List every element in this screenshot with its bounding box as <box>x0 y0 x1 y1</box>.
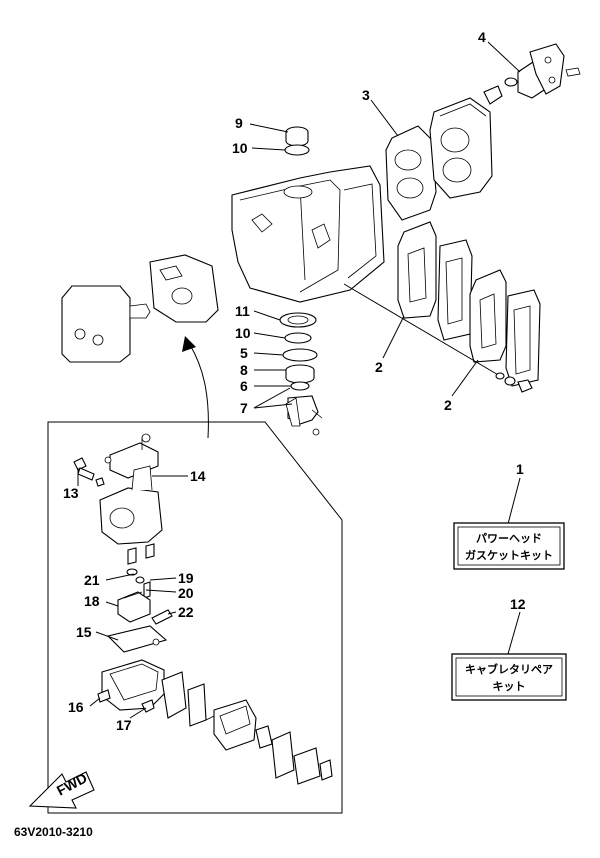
drawing-code: 63V2010-3210 <box>14 825 93 839</box>
fwd-direction-arrow: FWD <box>28 770 95 809</box>
part-3-head-gasket <box>385 125 437 221</box>
kit-12-line-1: キャブレタリペア <box>465 662 553 676</box>
fuel-pump-assembly <box>161 671 333 785</box>
callout-2-lower: 2 <box>444 397 452 413</box>
lower-bearing-stack <box>279 312 323 436</box>
leader-lines <box>77 41 521 719</box>
kit-1-line-1: パワーヘッド <box>476 532 542 545</box>
cylinder-head-cover <box>429 97 493 199</box>
callout-14: 14 <box>190 468 206 484</box>
intake-silencer <box>61 254 219 363</box>
part-4-thermostat-cover <box>483 43 581 105</box>
part-16-screw <box>97 689 111 703</box>
carb-body <box>99 465 163 545</box>
part-13-screw <box>73 457 105 487</box>
callout-17: 17 <box>116 717 132 733</box>
powerhead-gasket-kit-box: パワーヘッド ガスケットキット <box>453 522 565 570</box>
carburetor-repair-kit-box: キャブレタリペア キット <box>451 653 567 701</box>
float-bowl <box>101 659 165 711</box>
callout-21: 21 <box>84 572 100 588</box>
part-15-float-bowl-gasket <box>106 625 168 653</box>
part-10-oring-top <box>284 144 310 156</box>
callout-8: 8 <box>240 362 248 378</box>
callout-7: 7 <box>240 400 248 416</box>
callout-10-lower: 10 <box>235 325 251 341</box>
callout-4: 4 <box>478 29 486 45</box>
callout-6: 6 <box>240 378 248 394</box>
callout-3: 3 <box>362 87 370 103</box>
reed-plate-lower <box>505 289 541 387</box>
callout-10-upper: 10 <box>232 140 248 156</box>
detail-pointer-arrowhead <box>182 336 196 352</box>
callout-12: 12 <box>510 596 526 612</box>
callout-18: 18 <box>84 593 100 609</box>
cylinder-block <box>231 165 385 303</box>
callout-9: 9 <box>235 115 243 131</box>
kit-12-line-2: キット <box>493 680 526 693</box>
callout-22: 22 <box>178 604 194 620</box>
callout-19: 19 <box>178 570 194 586</box>
part-2-gasket-lower <box>469 269 507 363</box>
callout-11: 11 <box>235 303 250 319</box>
kit-1-line-2: ガスケットキット <box>465 548 553 562</box>
callout-16: 16 <box>68 699 84 715</box>
part-22-pin <box>151 609 173 625</box>
part-18-float <box>117 591 151 623</box>
callout-13: 13 <box>63 485 79 501</box>
gasket-screw <box>152 638 160 646</box>
callout-20: 20 <box>178 585 194 601</box>
part-9-seal <box>285 126 309 147</box>
reed-plate-upper <box>437 239 473 341</box>
part-2-gasket-upper <box>397 221 437 319</box>
callout-15: 15 <box>76 624 92 640</box>
jets-and-needles <box>126 543 155 599</box>
callout-1: 1 <box>516 461 524 477</box>
callout-5: 5 <box>240 345 248 361</box>
through-bolt-line <box>343 283 501 377</box>
carburetor-detail-frame <box>47 421 343 814</box>
detail-pointer-arrow <box>189 344 209 439</box>
callout-2-upper: 2 <box>375 359 383 375</box>
bolt-washer <box>495 372 533 393</box>
